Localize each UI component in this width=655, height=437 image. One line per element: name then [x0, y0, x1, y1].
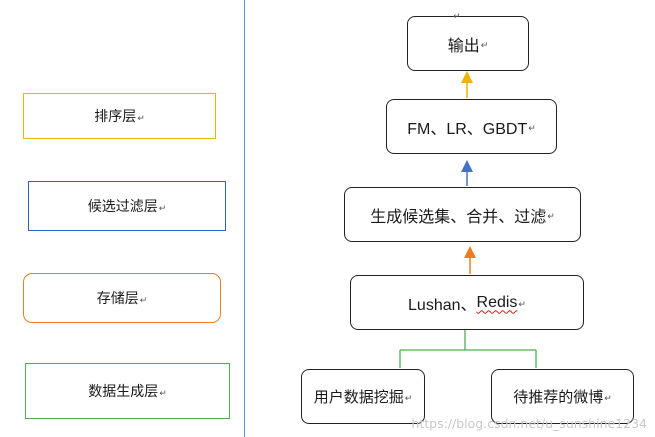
node-output-label: 输出	[447, 37, 480, 55]
node-weibo: 待推荐的微博 ↵	[491, 369, 634, 424]
layer-storage: 存储层 ↵	[23, 273, 221, 323]
node-storage: Lushan、 Redis ↵	[350, 275, 584, 330]
layer-candidate-filter: 候选过滤层 ↵	[28, 181, 226, 231]
paragraph-mark-icon: ↵	[158, 202, 167, 213]
paragraph-mark-icon: ↵	[139, 294, 148, 305]
node-user-data-label: 用户数据挖掘	[313, 389, 404, 406]
paragraph-mark-icon: ↵	[404, 393, 413, 403]
paragraph-mark-icon: ↵	[137, 112, 145, 123]
node-models-label: FM、LR、GBDT	[407, 120, 528, 138]
paragraph-mark-icon: ↵	[159, 387, 167, 398]
node-storage-label-b: Redis	[476, 293, 518, 311]
paragraph-mark-icon: ↵	[480, 40, 489, 50]
column-divider	[244, 0, 245, 437]
layer-ranking-label: 排序层	[94, 108, 137, 124]
connector-sources-to-storage	[399, 330, 537, 368]
node-output: 输出 ↵	[407, 16, 529, 71]
node-storage-label-a: Lushan、	[408, 296, 477, 314]
watermark: https://blog.csdn.net/u_sunshine1234	[411, 416, 647, 431]
paragraph-mark-icon: ↵	[528, 123, 536, 133]
node-candidates-label: 生成候选集、合并、过滤	[370, 208, 547, 226]
paragraph-mark-icon: ↵	[518, 299, 526, 309]
paragraph-mark-icon: ↵	[604, 393, 612, 403]
node-candidates: 生成候选集、合并、过滤 ↵	[344, 187, 581, 242]
node-models: FM、LR、GBDT ↵	[386, 99, 557, 154]
layer-ranking: 排序层 ↵	[23, 93, 216, 139]
paragraph-mark-icon: ↵	[453, 11, 461, 21]
layer-storage-label: 存储层	[96, 290, 139, 306]
node-user-data: 用户数据挖掘 ↵	[301, 369, 425, 424]
paragraph-mark-icon: ↵	[547, 211, 555, 221]
layer-candidate-filter-label: 候选过滤层	[87, 198, 158, 214]
layer-data-generation: 数据生成层 ↵	[25, 363, 230, 419]
node-weibo-label: 待推荐的微博	[513, 389, 604, 406]
layer-data-generation-label: 数据生成层	[88, 383, 159, 399]
